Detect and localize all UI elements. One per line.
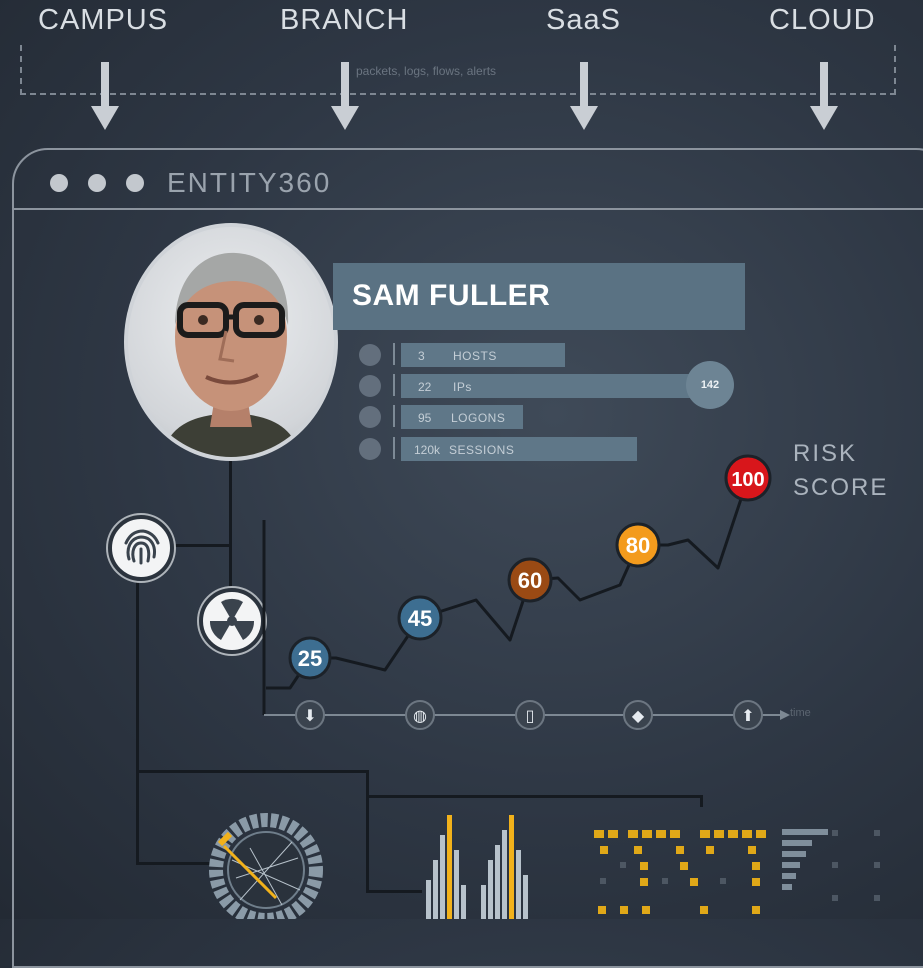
window-dot-2[interactable] bbox=[88, 174, 106, 192]
connector-line bbox=[165, 544, 231, 547]
arrow-down-icon bbox=[331, 62, 359, 130]
stat-tick bbox=[393, 374, 395, 396]
connector-line bbox=[136, 862, 216, 865]
stat-label: LOGONS bbox=[451, 411, 506, 425]
avatar bbox=[124, 223, 338, 461]
name-banner bbox=[333, 263, 745, 330]
stat-value: 95 bbox=[418, 411, 432, 425]
window-title-bar-divider bbox=[14, 208, 923, 210]
connector-line bbox=[366, 795, 700, 798]
stat-tick bbox=[393, 437, 395, 459]
arrow-down-icon bbox=[810, 62, 838, 130]
connector-line bbox=[136, 575, 139, 865]
stat-value: 22 bbox=[418, 380, 432, 394]
window-dot-1[interactable] bbox=[50, 174, 68, 192]
connector-line bbox=[136, 770, 368, 773]
sources-collector bbox=[20, 45, 896, 95]
connector-line bbox=[366, 770, 369, 892]
stat-label: HOSTS bbox=[453, 349, 497, 363]
source-campus: CAMPUS bbox=[38, 4, 169, 36]
fingerprint-icon[interactable] bbox=[108, 515, 174, 581]
connector-line bbox=[700, 795, 703, 807]
stat-bar-logons bbox=[401, 405, 523, 429]
risk-label-line1: RISK bbox=[793, 440, 858, 467]
location-pin-icon bbox=[359, 375, 381, 397]
risk-label-line2: SCORE bbox=[793, 474, 889, 501]
radiation-icon[interactable] bbox=[199, 588, 265, 654]
fingerprint-glyph-icon bbox=[124, 529, 160, 565]
profile-name: SAM FULLER bbox=[352, 279, 551, 312]
stat-bar-sessions bbox=[401, 437, 637, 461]
source-cloud: CLOUD bbox=[769, 4, 876, 36]
person-portrait-icon bbox=[162, 252, 300, 457]
ip-badge-value: 142 bbox=[700, 379, 720, 391]
stat-bar-ips bbox=[401, 374, 701, 398]
sources-caption: packets, logs, flows, alerts bbox=[356, 64, 497, 78]
stat-tick bbox=[393, 405, 395, 427]
source-branch: BRANCH bbox=[280, 4, 409, 36]
stat-label: IPs bbox=[453, 380, 472, 394]
window-title: ENTITY360 bbox=[167, 167, 332, 198]
connector-line bbox=[366, 890, 422, 893]
risk-score-label: RISK SCORE bbox=[793, 437, 888, 505]
stat-label: SESSIONS bbox=[449, 443, 515, 457]
arrow-down-icon bbox=[91, 62, 119, 130]
window-dot-3[interactable] bbox=[126, 174, 144, 192]
chat-bubble-icon bbox=[359, 344, 381, 366]
connector-line bbox=[229, 460, 232, 590]
ip-count-badge[interactable]: 142 bbox=[686, 361, 734, 409]
timeline-caption: time bbox=[790, 707, 811, 719]
stat-value: 120k bbox=[414, 443, 441, 457]
arrow-down-icon bbox=[570, 62, 598, 130]
radiation-glyph-icon bbox=[209, 598, 255, 640]
power-icon bbox=[359, 406, 381, 428]
stat-bar-hosts bbox=[401, 343, 565, 367]
stat-value: 3 bbox=[418, 349, 425, 363]
globe-icon bbox=[359, 438, 381, 460]
source-saas: SaaS bbox=[546, 4, 621, 36]
stat-tick bbox=[393, 343, 395, 365]
